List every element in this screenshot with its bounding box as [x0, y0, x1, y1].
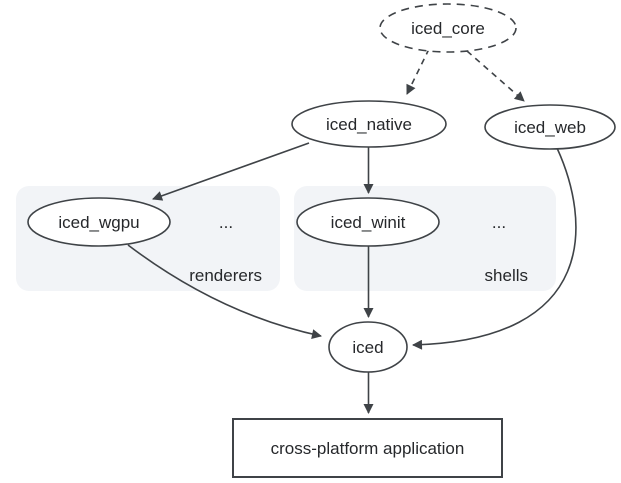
node-application-label: cross-platform application: [271, 439, 465, 458]
node-iced-web-ellipse: [484, 104, 616, 150]
edge-core-to-web: [466, 50, 525, 102]
edge-core-to-native: [406, 48, 430, 95]
node-iced-core-ellipse: [379, 3, 517, 53]
node-iced-ellipse: [328, 321, 408, 373]
group-renderers-label: renderers: [189, 266, 262, 285]
node-iced-winit-ellipse: [296, 197, 440, 247]
node-iced-label: iced: [352, 338, 383, 357]
edge-native-to-wgpu: [152, 142, 310, 201]
edge-web-to-iced: [412, 147, 577, 350]
node-iced-native-label: iced_native: [326, 115, 412, 134]
shells-ellipsis: ...: [492, 213, 506, 232]
node-iced-winit-label: iced_winit: [331, 213, 406, 232]
node-iced-core-label: iced_core: [411, 19, 485, 38]
edge-wgpu-to-iced: [127, 244, 322, 340]
node-application-rect: [232, 418, 503, 478]
node-iced-wgpu-label: iced_wgpu: [58, 213, 139, 232]
node-iced-native-ellipse: [291, 100, 447, 148]
group-shells-label: shells: [485, 266, 528, 285]
renderers-ellipsis: ...: [219, 213, 233, 232]
node-iced-wgpu-ellipse: [27, 197, 171, 247]
node-iced-web-label: iced_web: [514, 118, 586, 137]
